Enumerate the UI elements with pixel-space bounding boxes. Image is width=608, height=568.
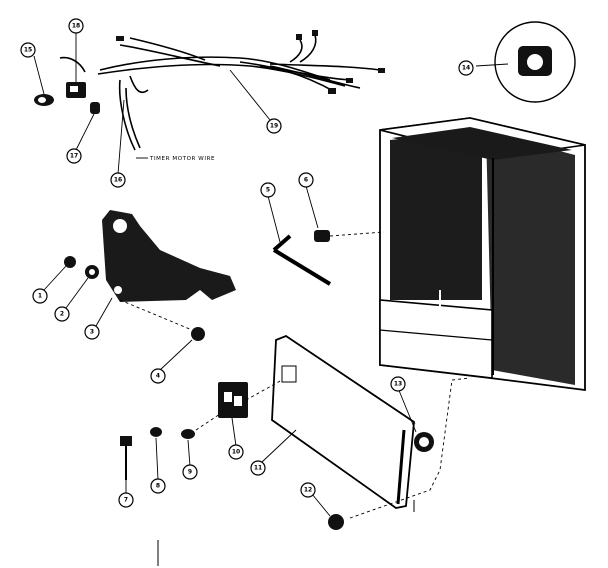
- bracket-part-3: [102, 210, 236, 331]
- bolt-part-7: [120, 436, 132, 480]
- screw-part-1: [64, 256, 76, 268]
- svg-text:14: 14: [462, 65, 470, 72]
- front-panel-part-11: [271, 334, 416, 509]
- svg-text:7: 7: [124, 497, 128, 504]
- svg-text:8: 8: [156, 483, 160, 490]
- callout-15: 15: [20, 42, 36, 58]
- callout-1: 1: [32, 288, 48, 304]
- cabinet-frame: [379, 117, 586, 392]
- callout-7: 7: [118, 492, 134, 508]
- callout-18: 18: [68, 18, 84, 34]
- svg-text:15: 15: [24, 47, 32, 54]
- callout-12: 12: [300, 482, 316, 498]
- rod-part-5: [272, 234, 332, 286]
- screw-part-9: [181, 413, 221, 439]
- connector-terminal-b: [296, 34, 302, 40]
- svg-text:2: 2: [60, 311, 64, 318]
- fitting-part-6: [314, 230, 385, 242]
- svg-text:9: 9: [188, 469, 192, 476]
- callout-9: 9: [182, 464, 198, 480]
- svg-text:1: 1: [38, 293, 42, 300]
- lamp-socket-part: [34, 94, 54, 106]
- callout-8: 8: [150, 478, 166, 494]
- callout-16: 16: [110, 172, 126, 188]
- screw-part-12: [328, 514, 344, 530]
- callout-10: 10: [228, 444, 244, 460]
- wire-harness: [59, 30, 385, 151]
- callout-2: 2: [54, 306, 70, 322]
- wire-connector-part: [90, 102, 100, 114]
- callout-17: 17: [66, 148, 82, 164]
- connector-terminal-a: [116, 36, 124, 41]
- switch-plate-part-10: [218, 379, 283, 418]
- svg-text:10: 10: [232, 449, 240, 456]
- connector-terminal-e: [346, 78, 353, 83]
- callout-14: 14: [458, 60, 474, 76]
- timer-motor-wire-label: TIMER MOTOR WIRE: [149, 156, 215, 162]
- callout-6: 6: [298, 172, 314, 188]
- svg-text:11: 11: [254, 465, 262, 472]
- knob-part-13: [414, 432, 434, 452]
- connector-terminal-c: [312, 30, 318, 36]
- callout-5: 5: [260, 182, 276, 198]
- callout-11: 11: [250, 460, 266, 476]
- callouts: 15 18 17 16 19 14 5 6: [20, 18, 474, 508]
- svg-text:3: 3: [90, 329, 94, 336]
- wire-switch-part: [66, 82, 86, 98]
- callout-19: 19: [266, 118, 282, 134]
- inset-detail-14: [475, 21, 576, 103]
- connector-terminal-d: [328, 88, 336, 94]
- svg-text:6: 6: [304, 177, 308, 184]
- svg-text:4: 4: [156, 373, 160, 380]
- svg-text:12: 12: [304, 487, 312, 494]
- leader-lines: [33, 32, 417, 517]
- washer-part-8: [150, 427, 162, 437]
- svg-text:5: 5: [266, 187, 270, 194]
- callout-4: 4: [150, 368, 166, 384]
- svg-text:13: 13: [394, 381, 402, 388]
- svg-text:18: 18: [72, 23, 80, 30]
- callout-3: 3: [84, 324, 100, 340]
- screw-part-4: [191, 327, 205, 341]
- connector-terminal-f: [378, 68, 385, 73]
- svg-text:17: 17: [70, 153, 78, 160]
- svg-text:16: 16: [114, 177, 122, 184]
- svg-text:19: 19: [270, 123, 278, 130]
- callout-13: 13: [390, 376, 406, 392]
- nut-part-2: [85, 265, 99, 279]
